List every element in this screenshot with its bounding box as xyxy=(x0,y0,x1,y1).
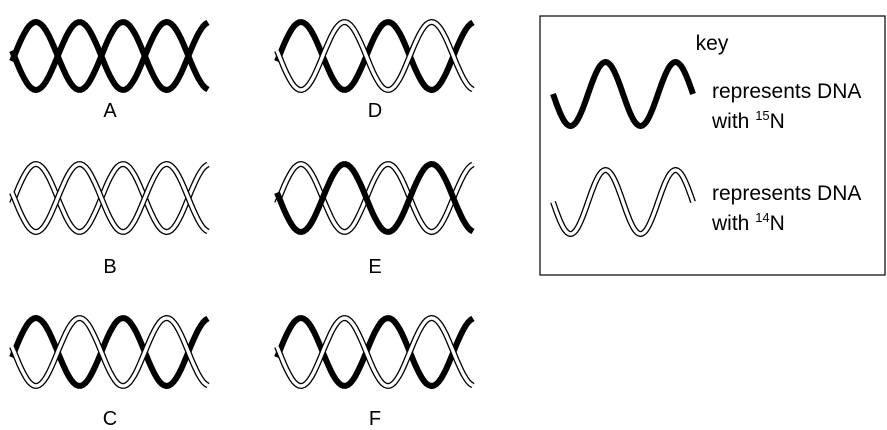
strand-1-14n-core xyxy=(275,162,474,234)
helix-diagram-f xyxy=(274,314,475,390)
key-15n-line2: with 15N xyxy=(711,108,785,133)
strand-2-14n-core xyxy=(10,162,209,234)
key-14n-line1: represents DNA xyxy=(712,182,861,205)
helix-diagram-b xyxy=(9,160,210,236)
diagram-label-d: D xyxy=(368,100,382,122)
strand-1-15n xyxy=(274,18,475,94)
diagram-label-a: A xyxy=(103,100,117,122)
diagram-label-c: C xyxy=(103,408,117,430)
strand-2-14n-core xyxy=(10,316,209,388)
diagram-label-e: E xyxy=(368,256,381,278)
key-wave-15n xyxy=(550,58,696,130)
key-14n-line2: with 14N xyxy=(711,210,785,235)
helix-diagram-d xyxy=(274,18,475,94)
key-wave-14n-icon xyxy=(550,166,696,238)
strand-1-14n-core xyxy=(10,162,209,234)
strand-2-15n xyxy=(9,18,210,94)
strand-2-14n-core xyxy=(275,316,474,388)
diagram-label-b: B xyxy=(103,256,116,278)
key-wave-15n-icon xyxy=(550,58,696,130)
key-title: key xyxy=(696,32,729,55)
helix-diagram-a xyxy=(9,18,210,94)
helix-diagram-e xyxy=(274,160,475,236)
strand-1-15n xyxy=(9,18,210,94)
strand-2-15n xyxy=(274,160,475,236)
diagram-label-f: F xyxy=(369,408,381,430)
strand-2-14n-core xyxy=(275,20,474,92)
key-box xyxy=(539,15,886,276)
key-15n-line1: represents DNA xyxy=(712,80,861,103)
strand-1-15n xyxy=(274,314,475,390)
strand-1-15n xyxy=(9,314,210,390)
key-wave-14n-core xyxy=(551,168,695,236)
helix-diagram-c xyxy=(9,314,210,390)
